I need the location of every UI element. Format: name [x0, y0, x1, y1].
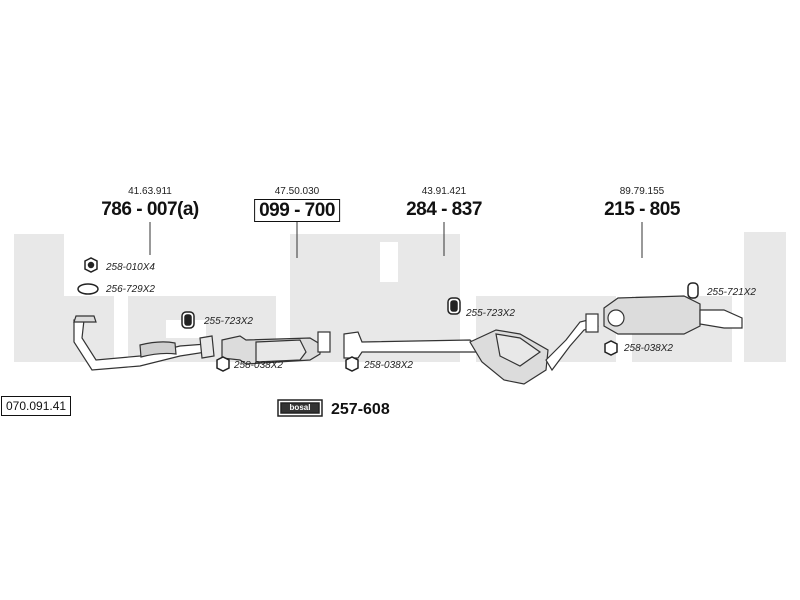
part-number[interactable]: 215 - 805 [604, 199, 680, 220]
oem-number: 43.91.421 [421, 186, 467, 197]
centre-silencer [343, 313, 599, 385]
part-number[interactable]: 786 - 007(a) [101, 199, 199, 220]
oem-number: 47.50.030 [274, 186, 320, 197]
nut-icon [604, 340, 618, 356]
nut-icon [216, 356, 230, 372]
oem-number: 89.79.155 [619, 186, 665, 197]
gasket-icon [77, 283, 99, 295]
fitting-label[interactable]: 255-723X2 [466, 308, 515, 319]
part-number[interactable]: 284 - 837 [406, 199, 482, 220]
fitting-label[interactable]: 255-723X2 [204, 316, 253, 327]
leader-lines [149, 222, 643, 258]
catalytic-converter [221, 331, 331, 365]
part-number-selected[interactable]: 099 - 700 [254, 199, 340, 222]
mounting-kit-box [277, 399, 323, 417]
assembly-number: 070.091.41 [1, 396, 72, 416]
fitting-icons [77, 257, 699, 372]
fitting-label[interactable]: 255-721X2 [707, 287, 756, 298]
fitting-label[interactable]: 258-038X2 [234, 360, 283, 371]
bosal-logo: bosal [289, 403, 311, 412]
fitting-label[interactable]: 256-729X2 [106, 284, 155, 295]
nut-icon [345, 356, 359, 372]
oem-number: 41.63.911 [128, 186, 172, 197]
fitting-label[interactable]: 258-038X2 [364, 360, 413, 371]
mounting-kit-number[interactable]: 257-608 [331, 401, 390, 418]
rear-silencer [603, 295, 743, 335]
fitting-label[interactable]: 258-010X4 [106, 262, 155, 273]
fitting-label[interactable]: 258-038X2 [624, 343, 673, 354]
front-pipe [73, 315, 215, 371]
rubber-mount-icon [687, 282, 699, 299]
